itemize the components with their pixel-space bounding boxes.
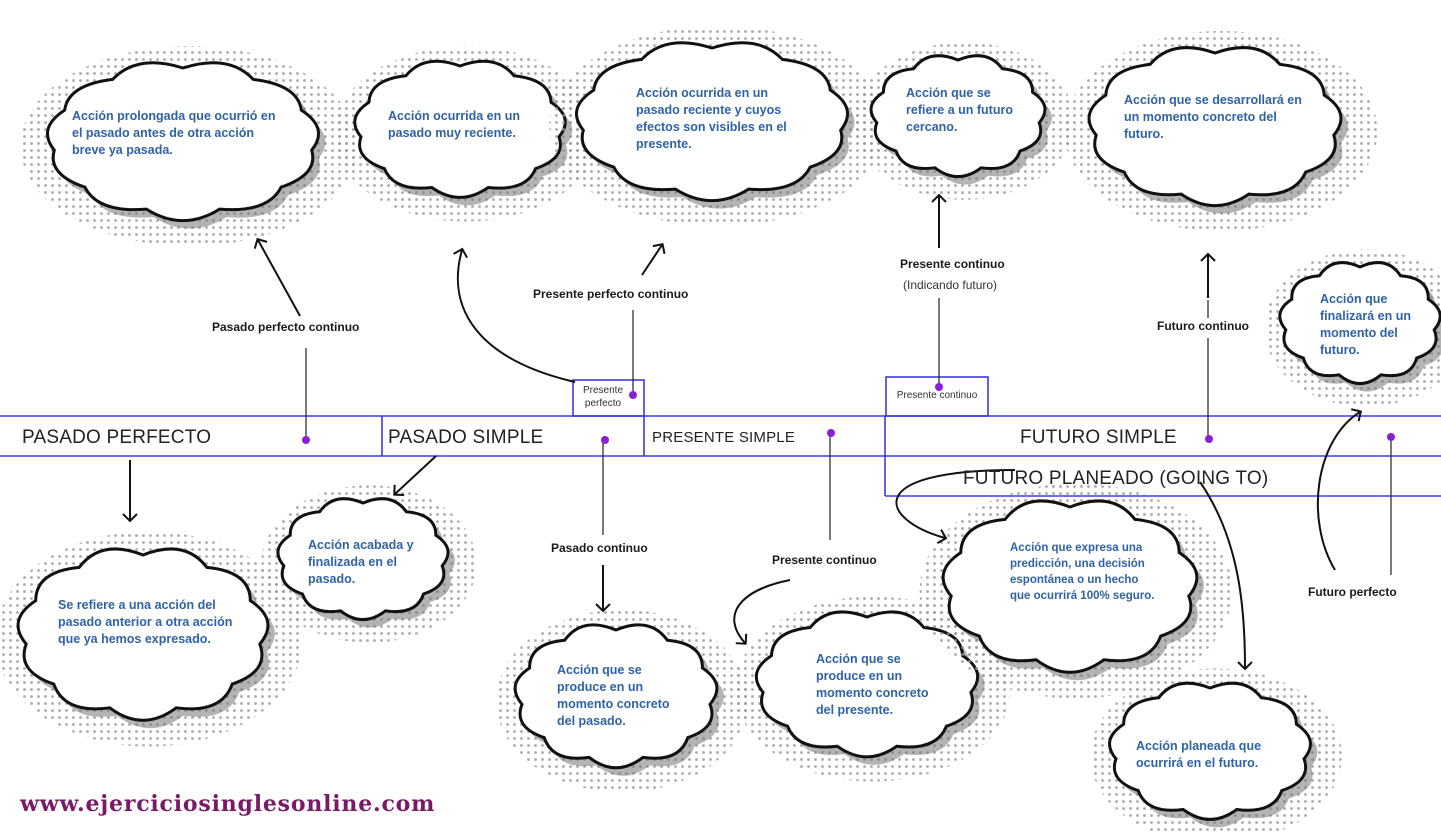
- dot-pasado-simple: [601, 436, 609, 444]
- cloud-body: [45, 61, 321, 223]
- cloud-body: [276, 497, 450, 622]
- tense-futuro-perfecto: Futuro perfecto: [1308, 585, 1397, 599]
- tense-pasado-perfecto-continuo: Pasado perfecto continuo: [212, 320, 360, 334]
- cloud-1: [20, 46, 358, 246]
- cloud-body: [1087, 46, 1343, 207]
- cloud-text-pasado-simple: Acción acabada y finalizada en el pasado…: [308, 538, 414, 586]
- cloud-8: [261, 485, 477, 643]
- cloud-3: [549, 26, 887, 226]
- dot-presente-perfecto: [629, 391, 637, 399]
- segment-pasado-perfecto: PASADO PERFECTO: [22, 427, 212, 448]
- cloud-text-futuro-perfecto: Acción que finalizará en un momento del …: [1320, 292, 1411, 357]
- tense-presente-continuo: Presente continuo: [772, 553, 877, 567]
- cloud-text-pasado-continuo: Acción que se produce en un momento conc…: [557, 663, 670, 728]
- dot-futuro-perfecto: [1387, 433, 1395, 441]
- cloud-6: [1264, 249, 1441, 407]
- cloud-text-pasado-perfecto: Se refiere a una acción del pasado anter…: [58, 598, 233, 646]
- cloud-text-futuro-planeado: Acción planeada que ocurrirá en el futur…: [1136, 739, 1262, 770]
- tense-pasado-continuo: Pasado continuo: [551, 541, 648, 555]
- timeline-band: [0, 376, 1441, 497]
- tense-presente-continuo-futuro: Presente continuo: [900, 257, 1005, 271]
- cloud-9: [496, 609, 748, 793]
- segment-futuro-planeado: FUTURO PLANEADO (GOING TO): [963, 468, 1269, 489]
- cloud-text-presente-perfecto-continuo: Acción ocurrida en un pasado reciente y …: [636, 86, 787, 151]
- segment-futuro-simple: FUTURO SIMPLE: [1020, 427, 1177, 448]
- website-url: www.ejerciciosinglesonline.com: [20, 791, 436, 817]
- cloud-text-pasado-perfecto-continuo: Acción prolongada que ocurrió en el pasa…: [72, 109, 276, 157]
- cloud-body: [1278, 261, 1441, 386]
- segment-presente-simple: PRESENTE SIMPLE: [652, 429, 796, 446]
- cloud-text-presente-continuo: Acción que se produce en un momento conc…: [816, 652, 929, 717]
- tense-presente-perfecto-continuo: Presente perfecto continuo: [533, 287, 689, 301]
- dot-pasado-perfecto: [302, 436, 310, 444]
- dot-futuro-simple: [1205, 435, 1213, 443]
- dot-presente-simple: [827, 429, 835, 437]
- cloud-body: [1108, 681, 1312, 821]
- cloud-text-futuro-continuo: Acción que se desarrollará en un momento…: [1124, 93, 1302, 141]
- cloud-7: [0, 531, 303, 747]
- tense-futuro-continuo: Futuro continuo: [1157, 319, 1249, 333]
- cloud-12: [1090, 668, 1342, 834]
- cloud-body: [353, 59, 567, 199]
- cloud-body: [941, 499, 1199, 674]
- cloud-body: [513, 623, 719, 770]
- speech-clouds: [0, 26, 1441, 834]
- cloud-11: [919, 483, 1233, 699]
- box-presente-continuo: Presente continuo: [896, 390, 978, 401]
- timeline-dots: [302, 383, 1395, 444]
- box-presente-perfecto: Presente perfecto: [582, 385, 624, 409]
- cloud-text-presente-perfecto: Acción ocurrida en un pasado muy recient…: [388, 109, 520, 140]
- arrows: [122, 193, 1363, 671]
- cloud-text-futuro-simple: Acción que expresa una predicción, una d…: [1010, 542, 1155, 602]
- cloud-text-presente-continuo-futuro: Acción que se refiere a un futuro cercan…: [906, 86, 1013, 134]
- cloud-2: [334, 46, 598, 222]
- cloud-5: [1064, 31, 1378, 231]
- cloud-body: [869, 54, 1047, 179]
- cloud-body: [16, 547, 270, 722]
- segment-pasado-simple: PASADO SIMPLE: [388, 427, 544, 448]
- connector-lines: [305, 298, 1392, 575]
- tense-presente-continuo-futuro-sub: (Indicando futuro): [903, 278, 998, 292]
- cloud-4: [853, 42, 1075, 200]
- cloud-body: [574, 41, 850, 203]
- dot-presente-continuo-futuro: [935, 383, 943, 391]
